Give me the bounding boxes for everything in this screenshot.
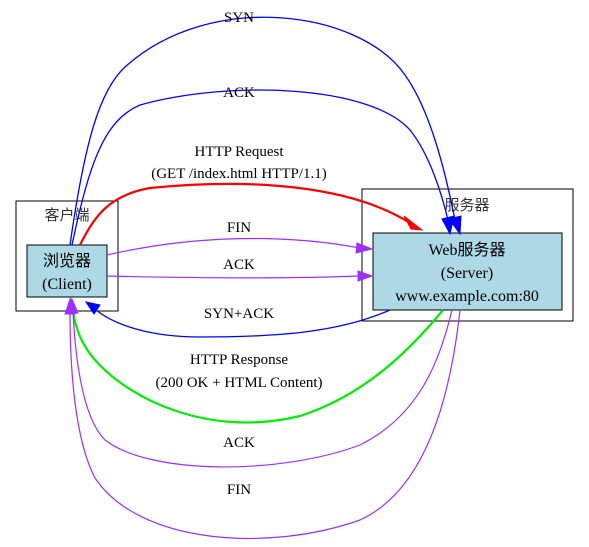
edge-http-request-sublabel: (GET /index.html HTTP/1.1) bbox=[151, 166, 327, 182]
edge-ack-client-arrowhead bbox=[357, 270, 374, 282]
edge-syn-line bbox=[69, 16, 456, 246]
edge-http-request: HTTP Request (GET /index.html HTTP/1.1) bbox=[79, 144, 424, 246]
edge-syn-ack-arrowhead bbox=[84, 301, 101, 315]
edge-syn-ack: SYN+ACK bbox=[84, 301, 391, 338]
edge-syn-ack-label: SYN+ACK bbox=[204, 306, 274, 322]
web-server-node-box bbox=[372, 232, 563, 311]
edge-fin-client: FIN bbox=[106, 220, 374, 256]
edge-fin-client-arrowhead bbox=[355, 242, 374, 254]
edge-fin-server: FIN bbox=[64, 297, 461, 540]
edge-ack-client: ACK bbox=[106, 257, 374, 282]
edge-syn-label: SYN bbox=[224, 10, 254, 26]
edge-http-request-arrowhead bbox=[403, 215, 424, 231]
edge-fin-server-label: FIN bbox=[227, 482, 251, 498]
edge-fin-server-arrowhead bbox=[64, 297, 76, 315]
edge-ack-handshake-line bbox=[71, 89, 449, 246]
web-server-node[interactable]: Web服务器 (Server) www.example.com:80 bbox=[372, 232, 563, 311]
web-server-node-label: Web服务器 bbox=[429, 241, 506, 259]
browser-node-box bbox=[26, 244, 108, 298]
edge-http-response-sublabel: (200 OK + HTML Content) bbox=[155, 375, 322, 391]
edge-ack-handshake-label: ACK bbox=[223, 85, 255, 101]
edge-ack-handshake-arrowhead bbox=[441, 215, 455, 236]
client-cluster-label: 客户端 bbox=[44, 207, 89, 224]
browser-node[interactable]: 浏览器 (Client) bbox=[26, 244, 108, 298]
web-server-node-host: www.example.com:80 bbox=[395, 288, 539, 305]
edge-http-request-label: HTTP Request bbox=[194, 144, 284, 160]
edge-syn: SYN bbox=[69, 10, 462, 246]
edge-fin-client-line bbox=[106, 237, 361, 256]
edge-ack-server-label: ACK bbox=[223, 435, 255, 451]
edge-ack-handshake: ACK bbox=[71, 85, 455, 246]
web-server-node-sublabel: (Server) bbox=[441, 265, 493, 282]
edge-fin-client-label: FIN bbox=[227, 220, 251, 236]
edge-http-response-label: HTTP Response bbox=[190, 352, 289, 368]
edge-ack-client-line bbox=[106, 275, 361, 279]
server-cluster-label: 服务器 bbox=[444, 197, 489, 214]
edge-http-response-line bbox=[71, 309, 444, 424]
edge-http-request-line bbox=[79, 182, 411, 246]
browser-node-sublabel: (Client) bbox=[42, 276, 92, 293]
edge-syn-ack-line bbox=[95, 309, 391, 338]
edge-ack-client-label: ACK bbox=[223, 257, 255, 273]
edge-ack-server-line bbox=[72, 309, 453, 468]
edge-fin-server-line bbox=[69, 309, 461, 540]
server-cluster: 服务器 bbox=[361, 188, 574, 322]
browser-node-label: 浏览器 bbox=[43, 252, 91, 270]
